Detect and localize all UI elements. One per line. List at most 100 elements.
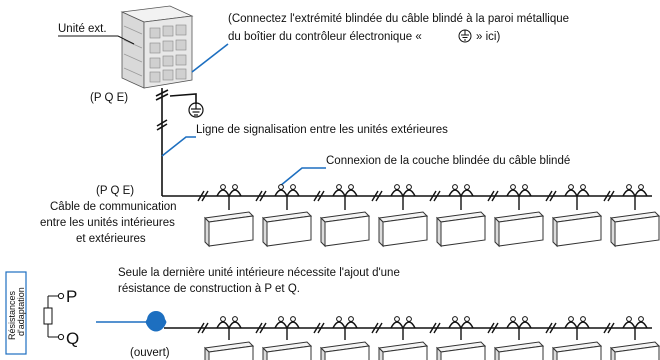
comm-cable-line2: entre les unités intérieures xyxy=(40,217,175,229)
ground-symbol-inline-icon xyxy=(458,29,472,43)
indoor-unit xyxy=(429,184,487,248)
shield-clip xyxy=(564,321,590,330)
indoor-unit-icon xyxy=(435,341,487,360)
note-line2: résistance de construction à P et Q. xyxy=(118,283,300,295)
pqe-mid-label: (P Q E) xyxy=(96,185,134,197)
cable-break xyxy=(487,322,495,334)
cable-break xyxy=(545,322,553,334)
indoor-unit xyxy=(487,316,545,360)
open-end-connector-icon xyxy=(145,311,167,332)
cable-break xyxy=(255,190,263,202)
cable-break xyxy=(545,190,553,202)
indoor-unit xyxy=(603,184,660,248)
indoor-unit-icon xyxy=(493,341,545,360)
cable-break xyxy=(371,190,379,202)
indoor-unit-icon xyxy=(551,341,603,360)
outdoor-unit-leader-end xyxy=(117,35,135,45)
terminal-dot xyxy=(510,184,516,190)
shield-connection-leader xyxy=(279,167,326,187)
shield-clip xyxy=(216,189,242,198)
cable-break-mid xyxy=(156,119,168,127)
shield-clip xyxy=(332,189,358,198)
signal-line-label: Ligne de signalisation entre les unités … xyxy=(196,124,448,136)
terminal-dot xyxy=(278,184,284,190)
cable-break xyxy=(603,322,611,334)
shield-clip xyxy=(448,189,474,198)
shield-clip xyxy=(274,321,300,330)
cable-break-top xyxy=(155,89,169,97)
shield-clip xyxy=(390,321,416,330)
shield-clip xyxy=(622,321,648,330)
indoor-unit xyxy=(487,184,545,248)
shield-clip xyxy=(274,189,300,198)
cable-break xyxy=(313,190,321,202)
indoor-units-row1 xyxy=(197,184,660,248)
note-line1: Seule la dernière unité intérieure néces… xyxy=(118,267,400,279)
terminal-p-label: P xyxy=(66,287,77,306)
terminal-dot xyxy=(336,316,342,322)
terminal-dot xyxy=(626,184,632,190)
signal-line-leader xyxy=(161,136,196,157)
indoor-unit xyxy=(545,316,603,360)
shield-connection-label: Connexion de la couche blindée du câble … xyxy=(326,155,570,167)
indoor-unit-icon xyxy=(377,341,429,360)
cable-break xyxy=(313,322,321,334)
shield-note-line2-pre: du boîtier du contrôleur électronique « xyxy=(228,31,422,43)
outdoor-unit-label: Unité ext. xyxy=(58,23,107,35)
cable-break xyxy=(429,322,437,334)
indoor-unit xyxy=(371,184,429,248)
resistor-label-line2: d'adaptation xyxy=(16,287,26,336)
cable-break xyxy=(255,322,263,334)
indoor-unit xyxy=(603,316,660,360)
pqe-top-label: (P Q E) xyxy=(90,92,128,104)
indoor-unit-icon xyxy=(551,211,603,248)
resistor-detail: Résistances d'adaptation P Q xyxy=(5,271,79,355)
indoor-unit-icon xyxy=(261,341,313,360)
shield-note-line2-post: » ici) xyxy=(476,31,500,43)
indoor-unit xyxy=(197,184,255,248)
shield-clip xyxy=(506,321,532,330)
resistor-symbol-icon xyxy=(43,292,65,341)
indoor-unit-icon xyxy=(377,211,429,248)
indoor-unit xyxy=(255,184,313,248)
indoor-unit xyxy=(371,316,429,360)
resistor-label-box xyxy=(5,271,27,355)
cable-break xyxy=(197,190,205,202)
indoor-unit xyxy=(197,316,255,360)
shield-clip xyxy=(332,321,358,330)
indoor-unit-icon xyxy=(609,211,660,248)
shield-clip xyxy=(622,189,648,198)
indoor-unit-icon xyxy=(493,211,545,248)
indoor-unit-icon xyxy=(261,211,313,248)
shield-clip xyxy=(448,321,474,330)
shield-clip xyxy=(564,189,590,198)
terminal-q-label: Q xyxy=(66,329,79,348)
indoor-unit xyxy=(313,184,371,248)
shield-note-line1: (Connectez l'extrémité blindée du câble … xyxy=(228,13,569,25)
terminal-dot xyxy=(394,184,400,190)
indoor-unit-icon xyxy=(319,341,371,360)
shield-note-leader xyxy=(191,43,229,73)
indoor-unit xyxy=(313,316,371,360)
shield-clip xyxy=(390,189,416,198)
indoor-unit xyxy=(255,316,313,360)
cable-break xyxy=(429,190,437,202)
open-label: (ouvert) xyxy=(130,347,170,359)
terminal-dot xyxy=(568,184,574,190)
indoor-units-row2 xyxy=(197,316,660,360)
indoor-unit-icon xyxy=(435,211,487,248)
cable-break xyxy=(197,322,205,334)
ground-symbol-icon xyxy=(169,93,204,118)
indoor-unit-icon xyxy=(319,211,371,248)
comm-cable-line1: Câble de communication xyxy=(50,201,177,213)
indoor-unit xyxy=(545,184,603,248)
indoor-unit xyxy=(429,316,487,360)
shield-clip xyxy=(216,321,242,330)
cable-break xyxy=(371,322,379,334)
cable-break xyxy=(603,190,611,202)
terminal-dot xyxy=(220,184,226,190)
cable-break xyxy=(487,190,495,202)
terminal-dot xyxy=(278,316,284,322)
terminal-dot xyxy=(220,316,226,322)
